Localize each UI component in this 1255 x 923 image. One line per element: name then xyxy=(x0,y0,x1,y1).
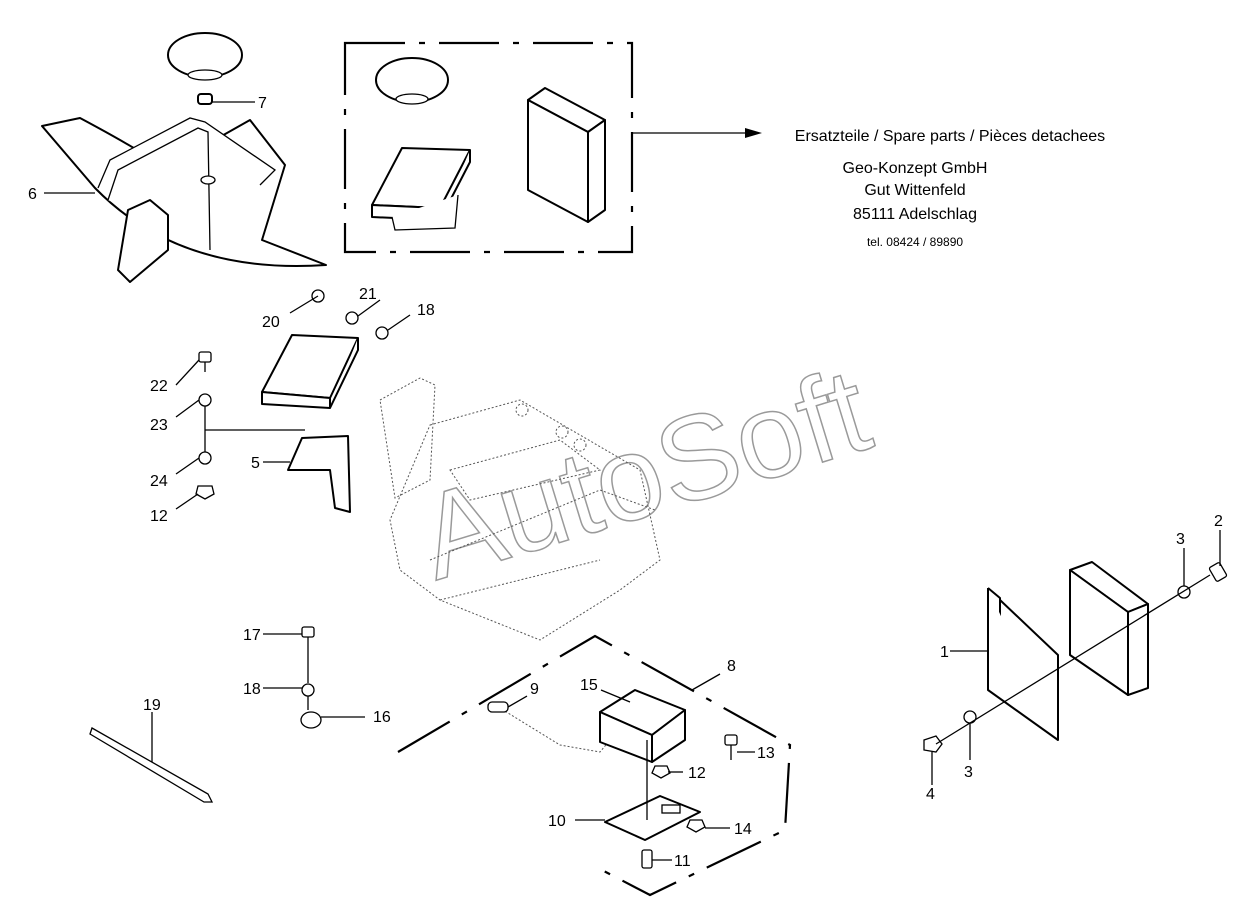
callout-labels: 7 6 20 21 18 22 23 5 24 12 17 18 16 19 9… xyxy=(28,95,1223,870)
middle-left-assembly xyxy=(195,289,389,513)
callout-18a: 18 xyxy=(417,302,435,319)
callout-19: 19 xyxy=(143,697,161,714)
watermark-text: AutoSoft xyxy=(404,343,883,606)
spare-parts-frame xyxy=(343,41,634,254)
callout-3b: 3 xyxy=(964,764,973,781)
callout-21: 21 xyxy=(359,286,377,303)
callout-11: 11 xyxy=(674,853,691,870)
callout-13: 13 xyxy=(757,745,775,762)
spare-parts-heading: Ersatzteile / Spare parts / Pièces detac… xyxy=(795,128,1105,145)
callout-5: 5 xyxy=(251,455,260,472)
callout-23: 23 xyxy=(150,417,168,434)
top-bracket-assembly xyxy=(41,32,327,283)
leader-lines xyxy=(44,101,1221,861)
callout-3a: 3 xyxy=(1176,531,1185,548)
lower-center-frame xyxy=(397,634,792,897)
callout-14: 14 xyxy=(734,821,752,838)
callout-1: 1 xyxy=(940,644,949,661)
spare-parts-info: Ersatzteile / Spare parts / Pièces detac… xyxy=(795,128,1105,249)
spare-parts-arrow xyxy=(632,128,762,138)
callout-7: 7 xyxy=(258,95,267,112)
callout-17: 17 xyxy=(243,627,261,644)
callout-20: 20 xyxy=(262,314,280,331)
callout-10: 10 xyxy=(548,813,566,830)
central-housing xyxy=(379,377,661,641)
callout-22: 22 xyxy=(150,378,168,395)
callout-8: 8 xyxy=(727,658,736,675)
callout-24: 24 xyxy=(150,473,168,490)
callout-12b: 12 xyxy=(688,765,706,782)
callout-12a: 12 xyxy=(150,508,168,525)
watermark: AutoSoft xyxy=(404,342,885,606)
lower-left-parts xyxy=(89,626,322,803)
company-name: Geo-Konzept GmbH xyxy=(843,160,988,177)
company-street: Gut Wittenfeld xyxy=(864,182,965,199)
callout-9: 9 xyxy=(530,681,539,698)
callout-15: 15 xyxy=(580,677,598,694)
callout-2: 2 xyxy=(1214,513,1223,530)
company-phone: tel. 08424 / 89890 xyxy=(867,235,963,249)
callout-18b: 18 xyxy=(243,681,261,698)
hand-unit-icon xyxy=(371,147,471,231)
company-city: 85111 Adelschlag xyxy=(853,206,977,223)
control-box-icon xyxy=(527,87,606,223)
callout-16: 16 xyxy=(373,709,391,726)
callout-4: 4 xyxy=(926,786,935,803)
callout-6: 6 xyxy=(28,186,37,203)
right-assembly xyxy=(923,561,1228,753)
